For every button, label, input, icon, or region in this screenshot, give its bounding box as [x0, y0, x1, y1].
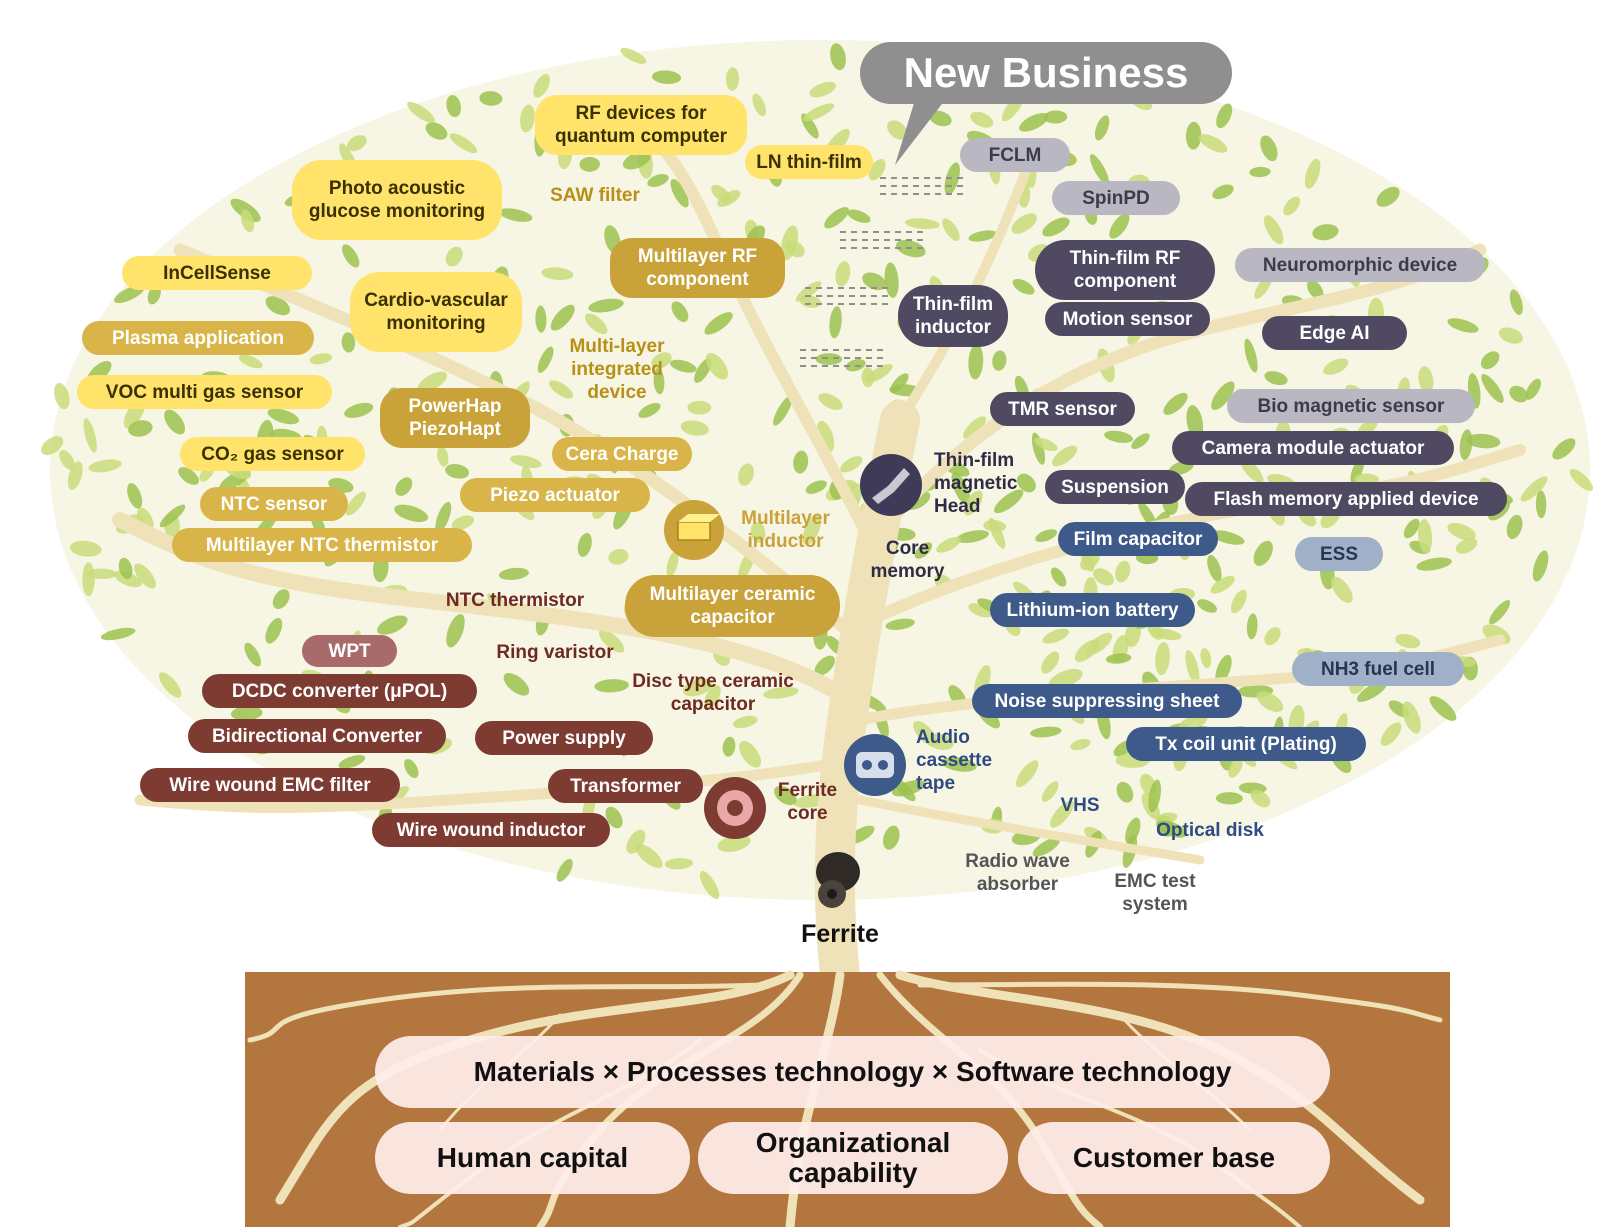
label-ntc-sensor: NTC sensor [200, 487, 348, 521]
label-cardio: Cardio-vascular monitoring [350, 272, 522, 352]
label-wire-inductor: Wire wound inductor [372, 813, 610, 847]
label-rf-devices: RF devices for quantum computer [535, 95, 747, 155]
label-fclm: FCLM [960, 138, 1070, 172]
label-neuromorphic: Neuromorphic device [1235, 248, 1485, 282]
label-audio-tape: Audio cassette tape [916, 726, 993, 794]
foundation-customer-base: Customer base [1018, 1122, 1330, 1194]
label-ln-thin-film: LN thin-film [745, 145, 873, 179]
label-ferrite-core: Ferrite core [777, 780, 838, 824]
label-motion-sensor: Motion sensor [1045, 302, 1210, 336]
ferrite-core-icon [704, 777, 766, 839]
multilayer-inductor-icon [664, 500, 724, 560]
label-flash-memory: Flash memory applied device [1185, 482, 1507, 516]
label-tmr-sensor: TMR sensor [990, 392, 1135, 426]
ferrite-material-icon [816, 852, 860, 908]
label-powerhap: PowerHap PiezoHapt [380, 388, 530, 448]
label-multilayer-rf: Multilayer RF component [610, 238, 785, 298]
label-tx-coil: Tx coil unit (Plating) [1126, 727, 1366, 761]
label-saw-filter: SAW filter [550, 184, 640, 206]
label-emc-test: EMC test system [1114, 871, 1196, 915]
foundation-organizational-capability: Organizational capability [698, 1122, 1008, 1194]
foundation-human-capital: Human capital [375, 1122, 690, 1194]
label-thin-film-inductor: Thin-film inductor [898, 285, 1008, 347]
label-lithium-battery: Lithium-ion battery [990, 593, 1195, 627]
label-vhs: VHS [1060, 794, 1100, 816]
label-wire-emc: Wire wound EMC filter [140, 768, 400, 802]
label-bio-magnetic: Bio magnetic sensor [1227, 389, 1475, 423]
label-suspension: Suspension [1045, 470, 1185, 504]
label-optical-disk: Optical disk [1156, 819, 1264, 841]
label-camera-actuator: Camera module actuator [1172, 431, 1454, 465]
label-power-supply: Power supply [475, 721, 653, 755]
label-wpt: WPT [302, 635, 397, 667]
label-edge-ai: Edge AI [1262, 316, 1407, 350]
label-thin-film-rf: Thin-film RF component [1035, 240, 1215, 300]
label-spinpd: SpinPD [1052, 181, 1180, 215]
new-business-bubble: New Business [860, 42, 1232, 104]
audio-cassette-icon [844, 734, 906, 796]
label-mlcc: Multilayer ceramic capacitor [625, 575, 840, 637]
label-ess: ESS [1295, 537, 1383, 571]
thin-film-head-icon [860, 454, 922, 516]
label-multi-layer-integrated: Multi-layer integrated device [569, 335, 665, 403]
label-radio-absorber: Radio wave absorber [965, 851, 1070, 895]
label-cera-charge: Cera Charge [552, 437, 692, 471]
label-dcdc: DCDC converter (μPOL) [202, 674, 477, 708]
label-piezo-actuator: Piezo actuator [460, 478, 650, 512]
label-disc-capacitor: Disc type ceramic capacitor [632, 671, 794, 715]
label-bidirectional: Bidirectional Converter [188, 719, 446, 753]
label-ntc-thermistor: NTC thermistor [445, 589, 585, 611]
label-nh3: NH3 fuel cell [1292, 652, 1464, 686]
label-noise-sheet: Noise suppressing sheet [972, 684, 1242, 718]
trunk-ferrite-label: Ferrite [801, 920, 879, 948]
label-multilayer-ntc: Multilayer NTC thermistor [172, 528, 472, 562]
label-multilayer-inductor: Multilayer inductor [741, 508, 830, 552]
label-incellsense: InCellSense [122, 256, 312, 290]
label-voc: VOC multi gas sensor [77, 375, 332, 409]
label-transformer: Transformer [548, 769, 703, 803]
label-ring-varistor: Ring varistor [496, 641, 614, 663]
label-plasma: Plasma application [82, 321, 314, 355]
label-co2: CO₂ gas sensor [180, 437, 365, 471]
label-film-capacitor: Film capacitor [1058, 522, 1218, 556]
label-thin-film-head: Thin-film magnetic Head [934, 449, 1018, 517]
foundation-technology: Materials × Processes technology × Softw… [375, 1036, 1330, 1108]
label-photo-acoustic: Photo acoustic glucose monitoring [292, 160, 502, 240]
label-core-memory: Core memory [870, 538, 945, 582]
